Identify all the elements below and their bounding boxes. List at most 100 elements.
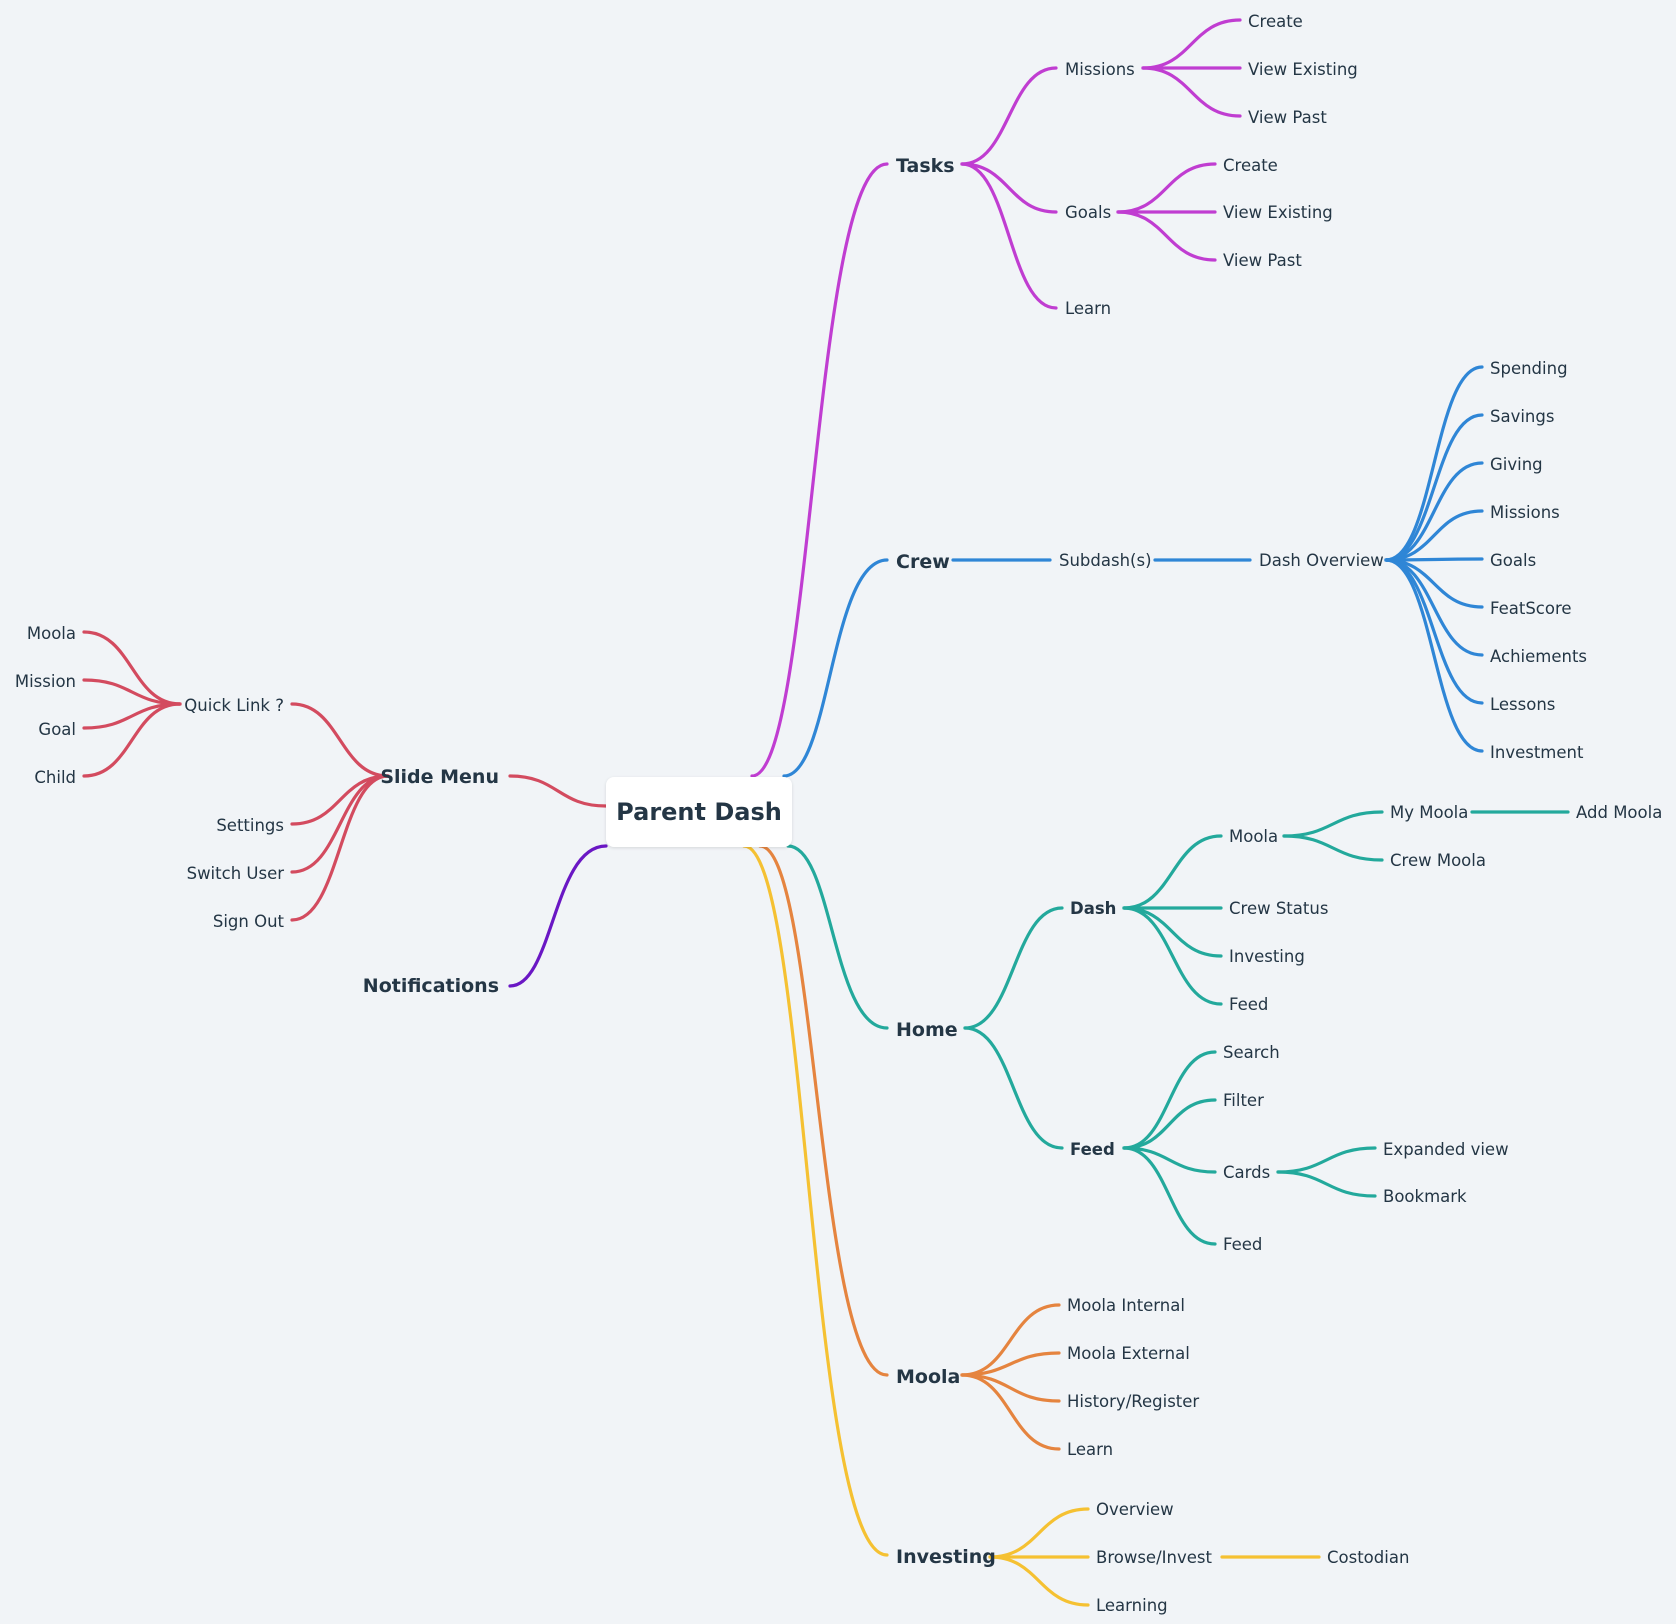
link-tasks-goals xyxy=(960,162,1058,214)
node-quick-link-mission[interactable]: Mission xyxy=(15,672,76,691)
node-slide-menu[interactable]: Slide Menu xyxy=(380,766,499,788)
link-overview-child-1 xyxy=(1384,413,1484,562)
node-feed[interactable]: Feed xyxy=(1070,1140,1115,1159)
node-browse-invest[interactable]: Browse/Invest xyxy=(1096,1548,1212,1567)
node-quick-link-moola[interactable]: Moola xyxy=(27,624,76,643)
node-goals-view-past[interactable]: View Past xyxy=(1223,251,1302,270)
node-sign-out[interactable]: Sign Out xyxy=(213,912,285,931)
node-dash[interactable]: Dash xyxy=(1070,899,1116,918)
node-overview-goals[interactable]: Goals xyxy=(1490,551,1536,570)
node-notifications[interactable]: Notifications xyxy=(363,975,499,997)
link-goals-child-2 xyxy=(1116,210,1217,262)
link-investing-child-0 xyxy=(988,1507,1090,1559)
node-savings[interactable]: Savings xyxy=(1490,407,1554,426)
link-cards-expanded xyxy=(1276,1146,1377,1174)
node-bookmark[interactable]: Bookmark xyxy=(1383,1187,1467,1206)
link-tasks-learn xyxy=(960,162,1058,310)
link-root-tasks xyxy=(750,162,889,778)
node-featscore[interactable]: FeatScore xyxy=(1490,599,1572,618)
link-feed-child-3 xyxy=(1122,1146,1217,1246)
node-moola-learn[interactable]: Learn xyxy=(1067,1440,1113,1459)
node-feed-feed[interactable]: Feed xyxy=(1223,1235,1262,1254)
link-feed-child-1 xyxy=(1122,1098,1217,1150)
node-expanded-view[interactable]: Expanded view xyxy=(1383,1140,1509,1159)
node-overview-missions[interactable]: Missions xyxy=(1490,503,1560,522)
link-quick-link-child-0 xyxy=(82,630,182,706)
mind-map-labels: Tasks Missions Create View Existing View… xyxy=(15,12,1662,1615)
link-moola-child-3 xyxy=(960,1373,1061,1451)
node-filter[interactable]: Filter xyxy=(1223,1091,1264,1110)
link-root-moola xyxy=(758,844,889,1377)
link-feed-child-2 xyxy=(1122,1146,1217,1174)
link-slide-menu-child-2 xyxy=(290,774,390,874)
link-overview-child-6 xyxy=(1384,558,1484,657)
node-subdash[interactable]: Subdash(s) xyxy=(1059,551,1152,570)
link-slide-menu-child-3 xyxy=(290,774,390,922)
link-slide-menu-child-0 xyxy=(290,702,390,778)
node-quick-link-child[interactable]: Child xyxy=(34,768,76,787)
node-achiements[interactable]: Achiements xyxy=(1490,647,1587,666)
node-crew-status[interactable]: Crew Status xyxy=(1229,899,1328,918)
root-node[interactable]: Parent Dash xyxy=(606,777,792,847)
node-spending[interactable]: Spending xyxy=(1490,359,1568,378)
node-my-moola[interactable]: My Moola xyxy=(1390,803,1468,822)
node-dash-investing[interactable]: Investing xyxy=(1229,947,1305,966)
link-cards-bookmark xyxy=(1276,1170,1377,1198)
node-tasks[interactable]: Tasks xyxy=(896,155,955,177)
link-overview-child-3 xyxy=(1384,509,1484,562)
node-goals-create[interactable]: Create xyxy=(1223,156,1278,175)
link-overview-child-4 xyxy=(1384,557,1484,562)
link-investing-child-2 xyxy=(988,1555,1090,1607)
node-missions-view-past[interactable]: View Past xyxy=(1248,108,1327,127)
node-giving[interactable]: Giving xyxy=(1490,455,1543,474)
node-missions[interactable]: Missions xyxy=(1065,60,1135,79)
node-overview[interactable]: Overview xyxy=(1096,1500,1174,1519)
node-lessons[interactable]: Lessons xyxy=(1490,695,1555,714)
node-switch-user[interactable]: Switch User xyxy=(187,864,285,883)
node-tasks-learn[interactable]: Learn xyxy=(1065,299,1111,318)
node-moola[interactable]: Moola xyxy=(896,1366,960,1388)
link-home-feed xyxy=(963,1026,1064,1150)
node-dash-moola[interactable]: Moola xyxy=(1229,827,1278,846)
node-goals[interactable]: Goals xyxy=(1065,203,1111,222)
node-search[interactable]: Search xyxy=(1223,1043,1280,1062)
node-investment[interactable]: Investment xyxy=(1490,743,1584,762)
link-moola-child-0 xyxy=(960,1303,1061,1377)
link-dash-child-0 xyxy=(1122,834,1223,910)
node-quick-link-goal[interactable]: Goal xyxy=(38,720,76,739)
link-feed-child-0 xyxy=(1122,1050,1217,1150)
link-moola-crew-moola xyxy=(1282,834,1384,862)
node-home[interactable]: Home xyxy=(896,1019,958,1041)
link-quick-link-child-3 xyxy=(82,702,182,778)
link-tasks-missions xyxy=(960,66,1058,166)
node-learning[interactable]: Learning xyxy=(1096,1596,1168,1615)
node-moola-external[interactable]: Moola External xyxy=(1067,1344,1190,1363)
node-goals-view-existing[interactable]: View Existing xyxy=(1223,203,1333,222)
node-history-register[interactable]: History/Register xyxy=(1067,1392,1199,1411)
node-add-moola[interactable]: Add Moola xyxy=(1576,803,1662,822)
link-moola-my-moola xyxy=(1282,810,1384,838)
node-moola-internal[interactable]: Moola Internal xyxy=(1067,1296,1185,1315)
node-missions-view-existing[interactable]: View Existing xyxy=(1248,60,1358,79)
link-dash-child-2 xyxy=(1122,906,1223,958)
root-node-label: Parent Dash xyxy=(616,798,782,826)
link-root-home xyxy=(786,844,889,1030)
link-goals-child-0 xyxy=(1116,162,1217,214)
node-dash-feed[interactable]: Feed xyxy=(1229,995,1268,1014)
node-investing[interactable]: Investing xyxy=(896,1546,996,1568)
node-settings[interactable]: Settings xyxy=(216,816,284,835)
node-missions-create[interactable]: Create xyxy=(1248,12,1303,31)
link-root-notifications xyxy=(508,844,608,988)
node-crew-moola[interactable]: Crew Moola xyxy=(1390,851,1486,870)
node-dash-overview[interactable]: Dash Overview xyxy=(1259,551,1384,570)
node-crew[interactable]: Crew xyxy=(896,551,950,573)
link-overview-child-0 xyxy=(1384,365,1484,562)
link-overview-child-8 xyxy=(1384,558,1484,753)
node-cards[interactable]: Cards xyxy=(1223,1163,1270,1182)
link-overview-child-2 xyxy=(1384,461,1484,562)
link-dash-child-3 xyxy=(1122,906,1223,1006)
node-quick-link[interactable]: Quick Link ? xyxy=(184,696,284,715)
link-root-investing xyxy=(742,844,889,1557)
node-costodian[interactable]: Costodian xyxy=(1327,1548,1409,1567)
